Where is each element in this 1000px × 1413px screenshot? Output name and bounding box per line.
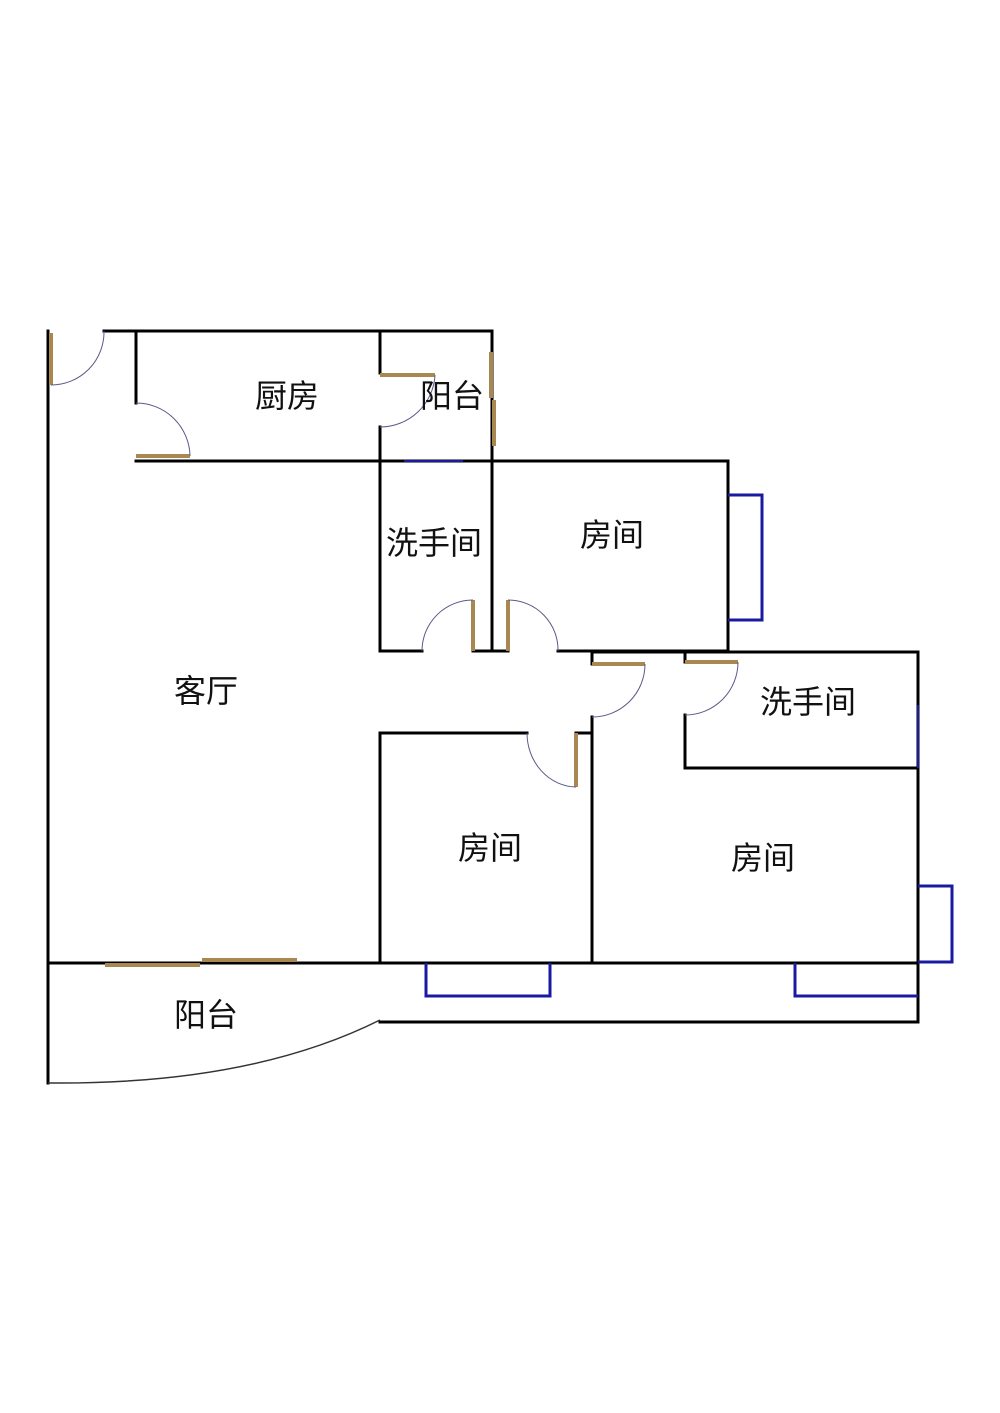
label-bathroom-2: 洗手间 [760,683,856,721]
label-balcony-top: 阳台 [420,377,484,415]
entry-door-swing [50,330,105,386]
balcony-window-frame [489,352,496,446]
windows [404,460,954,998]
living-room-sliding-door [105,958,297,967]
bedroom1-door-swing [507,599,559,652]
bedroom3-side-window [918,884,954,964]
bedroom3-door-swing [591,663,646,718]
bedroom1-bay-window [728,493,764,622]
bathroom2-door-swing [684,661,739,716]
label-living-room: 客厅 [174,672,238,710]
label-bedroom-3: 房间 [731,839,795,877]
label-bedroom-1: 房间 [580,516,644,554]
bedroom3-bay-window [793,963,918,998]
wall-balcony-curve [47,1019,381,1084]
balcony-door-swing [379,374,436,428]
doors [49,330,739,967]
bedroom2-door-swing [526,732,577,788]
room-labels: 厨房 阳台 洗手间 房间 客厅 洗手间 房间 房间 阳台 [174,377,856,1034]
label-kitchen: 厨房 [255,377,319,415]
kitchen-door-swing [135,402,191,457]
label-bedroom-2: 房间 [458,829,522,867]
bathroom1-door-swing [421,599,474,652]
label-balcony-bottom: 阳台 [174,996,238,1034]
label-bathroom-1: 洗手间 [386,524,482,562]
bedroom2-bay-window [424,963,552,998]
